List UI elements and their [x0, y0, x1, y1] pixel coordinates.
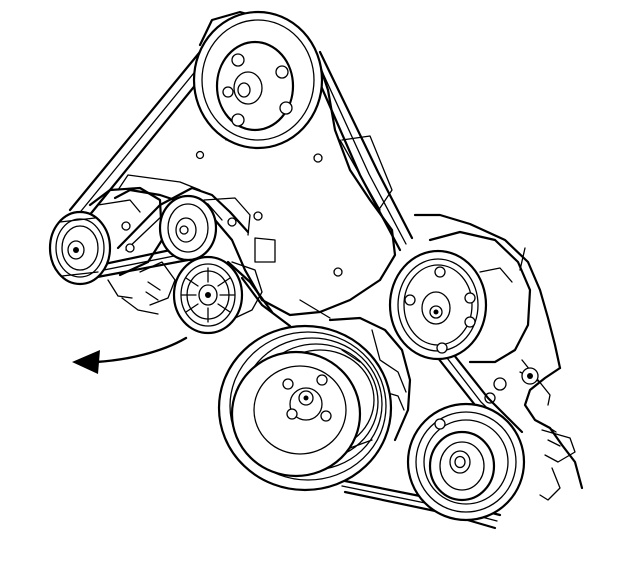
ac-compressor-pulley: [406, 402, 526, 522]
belt-tensioner-pulley: [139, 255, 263, 335]
engine-block-lower: [413, 213, 584, 501]
crankshaft-pulley: [217, 316, 412, 492]
top-pulley: [192, 10, 324, 150]
alternator-pulley: [388, 230, 532, 364]
idler-pulley: [158, 194, 251, 262]
curved-arrow-left-icon: [72, 336, 188, 374]
power-steering-pump-pulley: [48, 186, 164, 315]
